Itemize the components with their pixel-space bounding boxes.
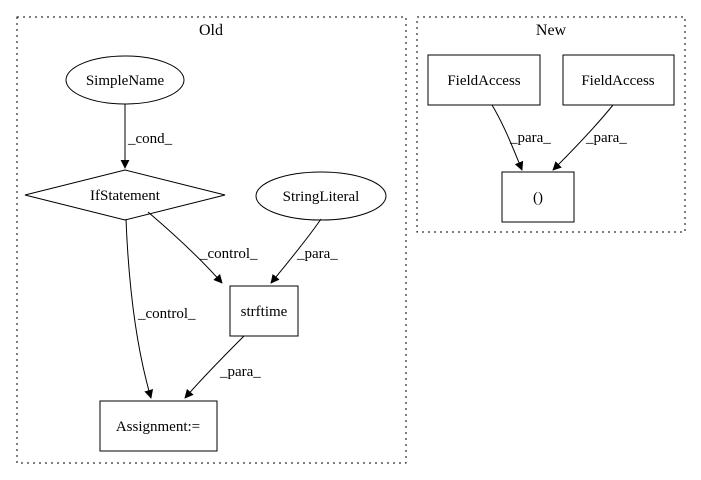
edge-strftime-assignment: _para_ [184,335,261,399]
edge-label: _cond_ [127,131,173,147]
node-label: FieldAccess [581,73,654,89]
node-fieldaccess-1[interactable]: FieldAccess [427,54,541,106]
edge-fieldaccess2-paren: _para_ [552,104,627,171]
edge-label: _control_ [199,246,258,262]
node-label: StringLiteral [283,189,360,205]
node-label: IfStatement [90,188,161,204]
node-label: Assignment:= [116,419,200,435]
node-label: SimpleName [86,73,165,89]
node-strftime[interactable]: strftime [229,285,299,337]
edge-label: _para_ [219,364,261,380]
cluster-old: Old [16,16,407,464]
node-label: strftime [241,304,288,320]
edge-ifstatement-strftime: _control_ [147,211,258,284]
node-ifstatement[interactable]: IfStatement [24,169,226,221]
edge-simplename-ifstatement: _cond_ [120,104,173,169]
edge-label: _para_ [296,246,338,262]
node-assignment[interactable]: Assignment:= [99,400,218,452]
edge-label: _control_ [137,306,196,322]
cluster-new: New [416,16,686,233]
node-stringliteral[interactable]: StringLiteral [255,171,387,221]
node-fieldaccess-2[interactable]: FieldAccess [562,54,675,106]
edge-label: _para_ [585,130,627,146]
node-label: () [533,190,543,206]
cluster-old-label: Old [199,22,223,39]
cluster-new-label: New [536,22,567,39]
node-simplename[interactable]: SimpleName [65,55,185,105]
edge-ifstatement-assignment: _control_ [125,218,196,399]
node-paren[interactable]: () [501,171,575,223]
node-label: FieldAccess [447,73,520,89]
edge-label: _para_ [509,130,551,146]
edge-fieldaccess1-paren: _para_ [491,104,551,171]
edge-stringliteral-strftime: _para_ [270,218,338,284]
